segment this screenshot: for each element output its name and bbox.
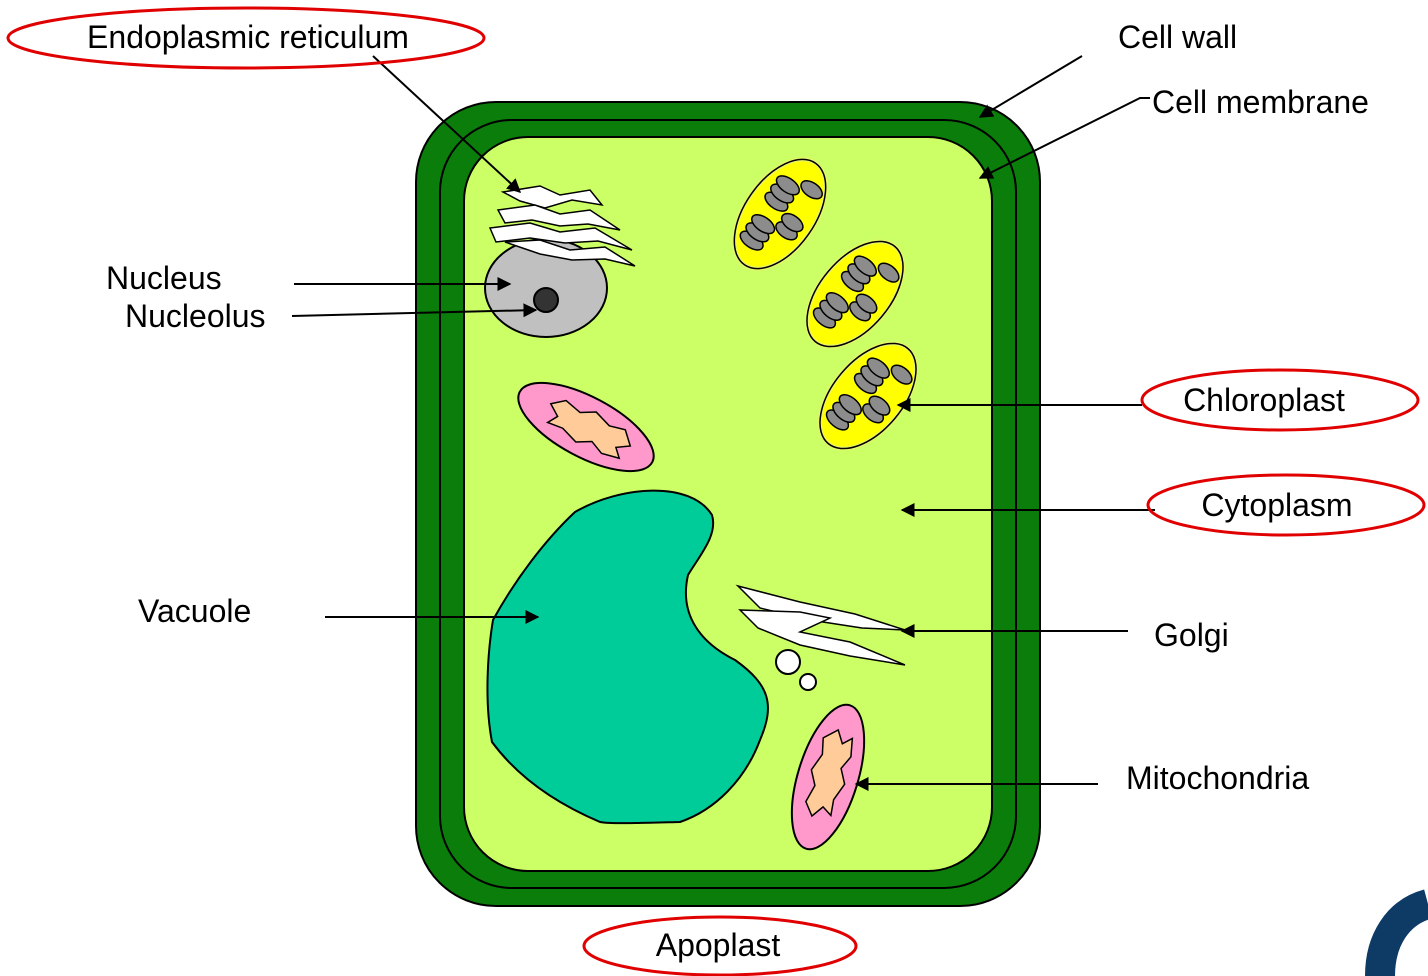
label-vacuole: Vacuole	[138, 593, 251, 629]
corner-logo	[1380, 904, 1428, 976]
label-endoplasmic-reticulum: Endoplasmic reticulum	[87, 19, 409, 55]
label-chloroplast: Chloroplast	[1183, 382, 1345, 418]
label-cell-wall: Cell wall	[1118, 19, 1237, 55]
label-golgi: Golgi	[1154, 617, 1229, 653]
label-apoplast: Apoplast	[656, 927, 781, 963]
vesicle-shape	[800, 674, 816, 690]
label-cell-membrane: Cell membrane	[1152, 84, 1369, 120]
vesicle-shape	[776, 650, 800, 674]
label-mitochondria: Mitochondria	[1126, 760, 1309, 796]
label-cytoplasm: Cytoplasm	[1201, 487, 1352, 523]
label-nucleolus: Nucleolus	[125, 298, 266, 334]
nucleolus-shape	[534, 288, 558, 312]
cell-wall-leader	[980, 56, 1082, 117]
label-nucleus: Nucleus	[106, 260, 222, 296]
